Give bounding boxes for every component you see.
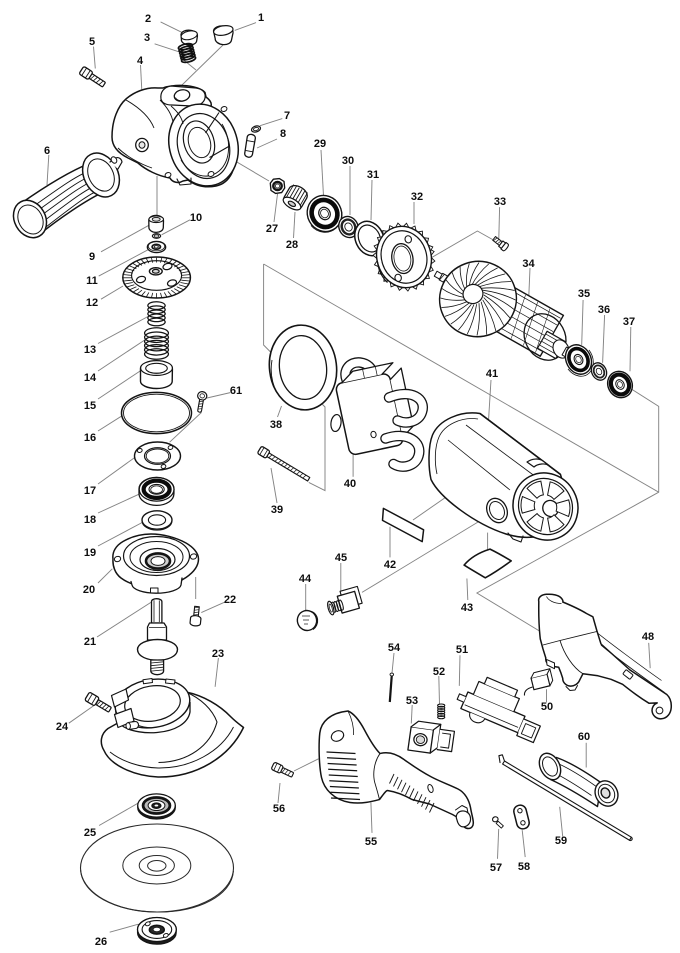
svg-text:54: 54	[388, 642, 401, 654]
svg-text:38: 38	[270, 419, 282, 431]
svg-text:5: 5	[89, 36, 95, 48]
svg-text:33: 33	[494, 196, 506, 208]
svg-text:57: 57	[490, 862, 502, 874]
svg-text:21: 21	[84, 636, 96, 648]
svg-text:24: 24	[56, 721, 69, 733]
svg-text:58: 58	[518, 861, 530, 873]
svg-text:60: 60	[578, 731, 590, 743]
svg-text:3: 3	[144, 32, 150, 44]
svg-text:13: 13	[84, 344, 96, 356]
svg-text:6: 6	[44, 145, 50, 157]
svg-text:56: 56	[273, 803, 285, 815]
svg-text:31: 31	[367, 169, 379, 181]
svg-text:29: 29	[314, 138, 326, 150]
svg-text:12: 12	[86, 297, 98, 309]
svg-text:7: 7	[284, 110, 290, 122]
svg-text:35: 35	[578, 288, 590, 300]
svg-text:19: 19	[84, 547, 96, 559]
svg-text:22: 22	[224, 594, 236, 606]
svg-text:9: 9	[89, 251, 95, 263]
svg-text:50: 50	[541, 701, 553, 713]
svg-text:15: 15	[84, 400, 96, 412]
svg-text:59: 59	[555, 835, 567, 847]
svg-text:11: 11	[86, 275, 98, 287]
svg-text:26: 26	[95, 936, 107, 948]
svg-text:45: 45	[335, 552, 347, 564]
svg-text:32: 32	[411, 191, 423, 203]
svg-text:36: 36	[598, 304, 610, 316]
svg-text:52: 52	[433, 666, 445, 678]
svg-text:28: 28	[286, 239, 298, 251]
svg-text:30: 30	[342, 155, 354, 167]
svg-text:37: 37	[623, 316, 635, 328]
svg-text:39: 39	[271, 504, 283, 516]
svg-text:8: 8	[280, 128, 286, 140]
svg-text:48: 48	[642, 631, 654, 643]
svg-text:23: 23	[212, 648, 224, 660]
svg-text:42: 42	[384, 559, 396, 571]
svg-text:34: 34	[522, 258, 535, 270]
svg-text:20: 20	[83, 584, 95, 596]
svg-text:4: 4	[137, 55, 144, 67]
svg-text:17: 17	[84, 485, 96, 497]
svg-text:41: 41	[486, 368, 498, 380]
svg-text:16: 16	[84, 432, 96, 444]
svg-text:25: 25	[84, 827, 96, 839]
svg-text:44: 44	[299, 573, 312, 585]
svg-text:2: 2	[145, 13, 151, 25]
svg-text:53: 53	[406, 695, 418, 707]
svg-text:51: 51	[456, 644, 468, 656]
svg-text:43: 43	[461, 602, 473, 614]
svg-text:1: 1	[258, 12, 264, 24]
svg-text:61: 61	[230, 385, 242, 397]
svg-text:10: 10	[190, 212, 202, 224]
svg-text:55: 55	[365, 836, 377, 848]
svg-text:27: 27	[266, 223, 278, 235]
svg-text:14: 14	[84, 372, 97, 384]
svg-text:40: 40	[344, 478, 356, 490]
svg-text:18: 18	[84, 514, 96, 526]
